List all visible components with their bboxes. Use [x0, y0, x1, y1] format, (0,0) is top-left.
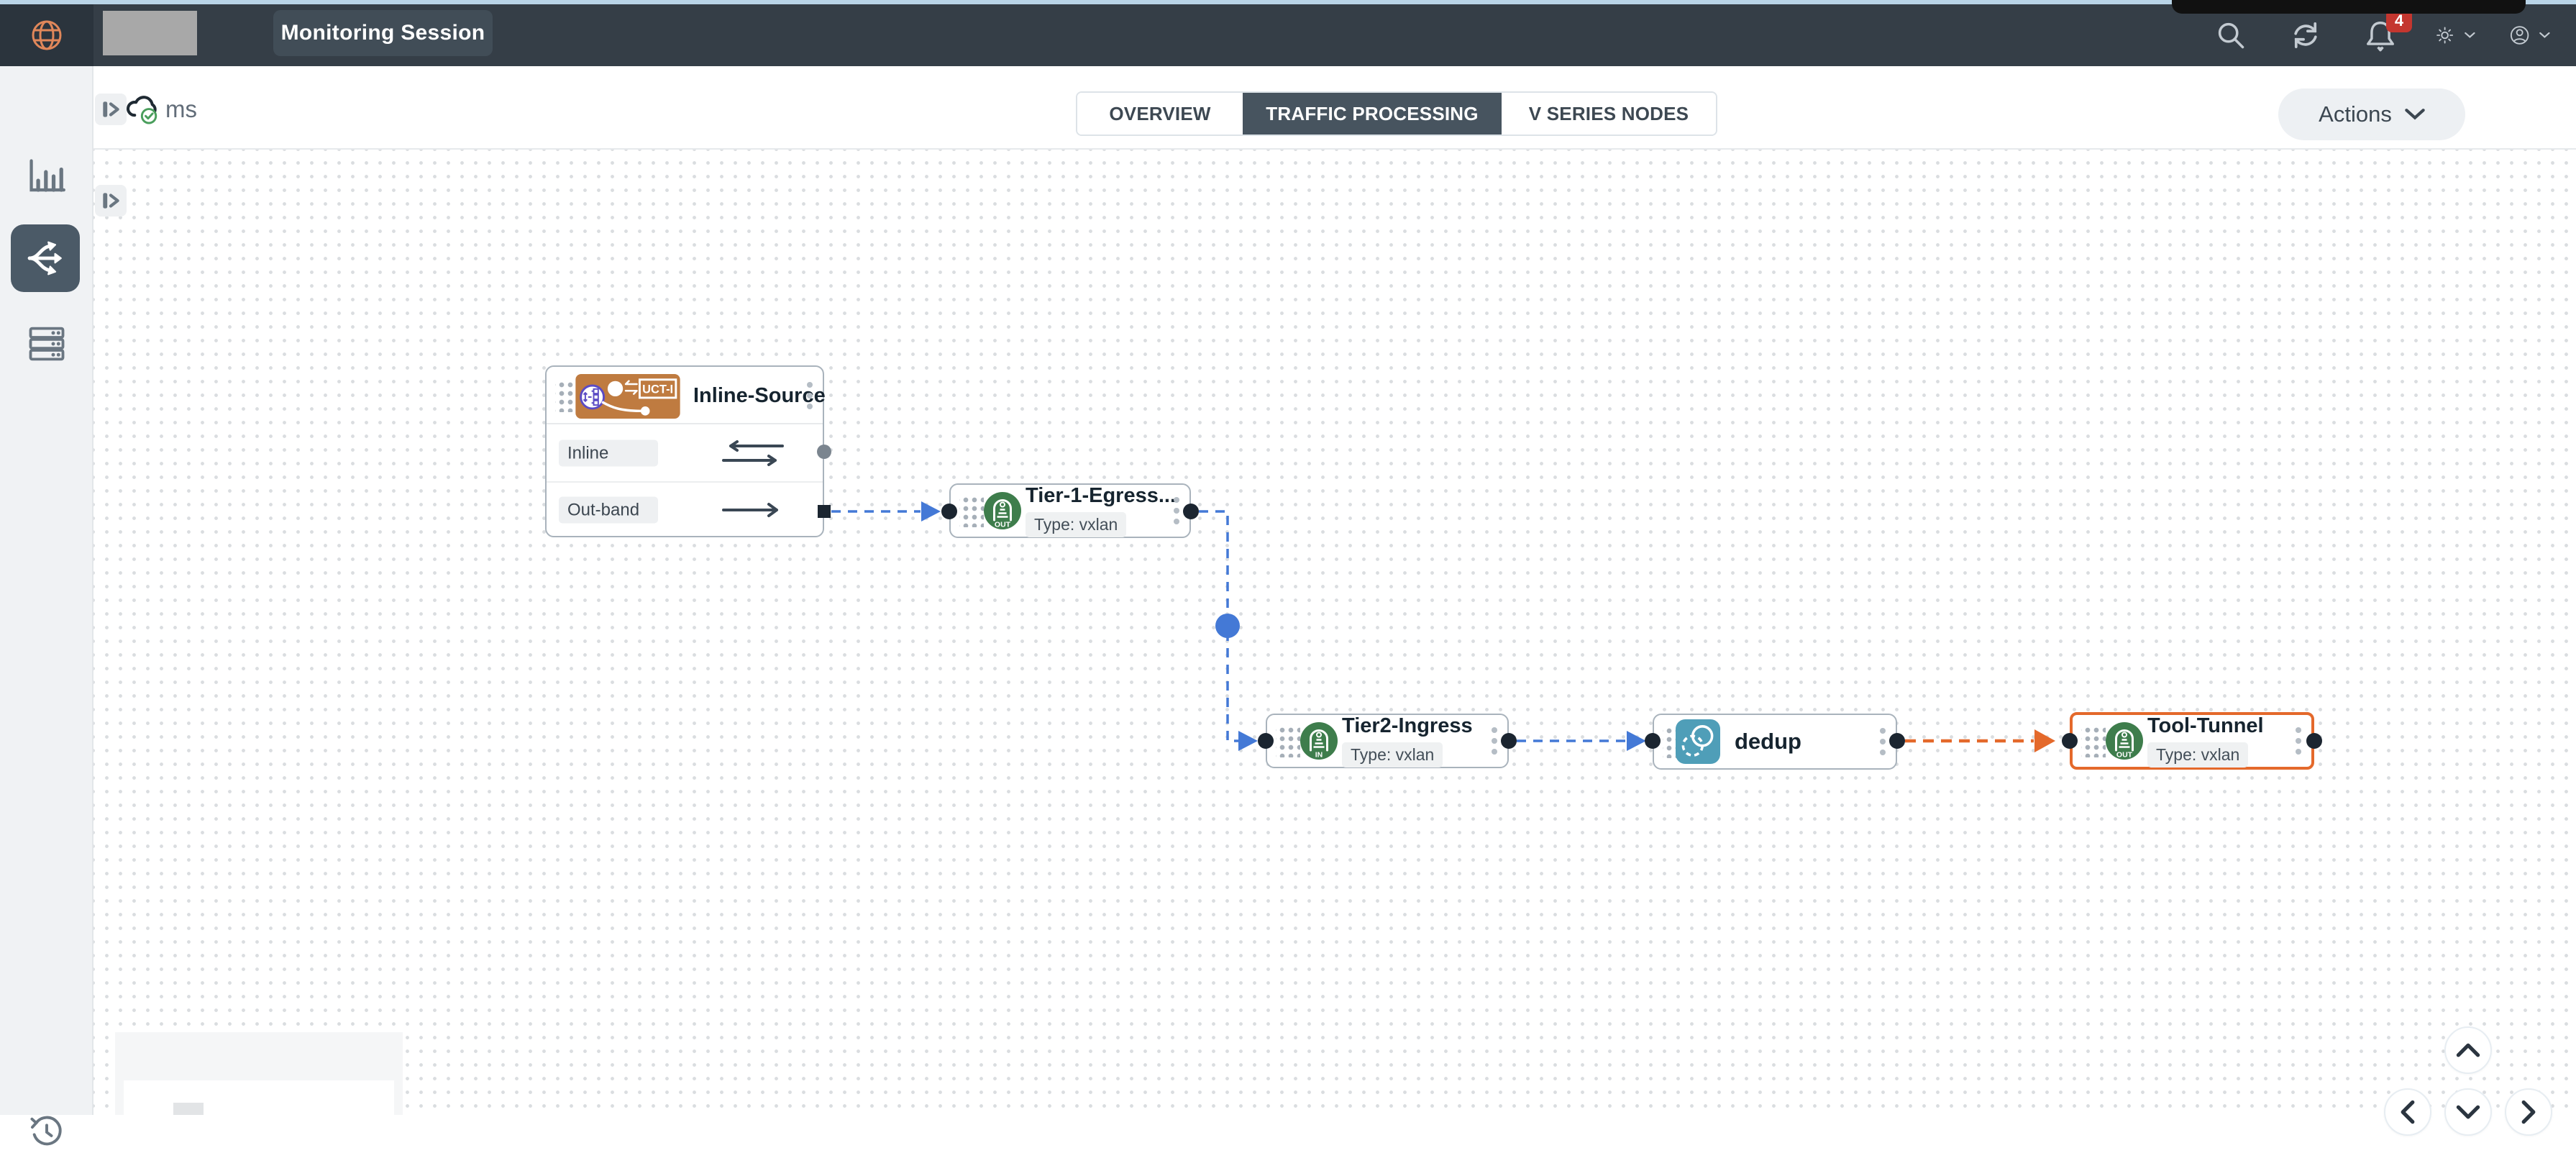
drag-handle[interactable]	[959, 494, 984, 527]
node-tier2-ingress[interactable]: IN Tier2-Ingress Type: vxlan	[1266, 714, 1509, 768]
history-icon	[30, 1116, 62, 1146]
node-menu-button[interactable]	[2296, 727, 2301, 755]
browser-overlay	[2172, 0, 2526, 14]
sidebar-item-history[interactable]	[0, 1097, 93, 1166]
bar-chart-icon	[29, 159, 65, 192]
traffic-split-icon	[27, 241, 62, 275]
account-button[interactable]	[2510, 15, 2550, 55]
port-row-inline[interactable]: Inline	[547, 424, 823, 481]
minimap[interactable]	[115, 1032, 403, 1115]
diagram-canvas[interactable]	[93, 150, 2576, 1115]
pan-down-button[interactable]	[2444, 1088, 2492, 1136]
node-inline-source[interactable]: UCT-I Inline-Source Inline Out-band	[545, 365, 826, 537]
node-title: Tier2-Ingress	[1342, 714, 1473, 737]
node-title: Tier-1-Egress...	[1026, 484, 1177, 507]
page-title: Monitoring Session	[273, 10, 493, 56]
panel-expand-icon	[103, 193, 119, 209]
panel-expand-icon	[103, 101, 119, 117]
drag-handle[interactable]	[555, 379, 580, 412]
chevron-right-icon	[2521, 1100, 2536, 1124]
port-label: Out-band	[559, 496, 658, 524]
node-title: Inline-Source	[693, 384, 826, 407]
session-name: ms	[165, 96, 197, 122]
bidirectional-arrows-icon	[722, 439, 784, 466]
pan-right-button[interactable]	[2505, 1088, 2552, 1136]
tab-traffic-processing[interactable]: TRAFFIC PROCESSING	[1243, 93, 1502, 135]
node-type-chip: Type: vxlan	[1342, 742, 1443, 768]
node-menu-button[interactable]	[1174, 497, 1179, 524]
app-logo[interactable]	[0, 4, 93, 66]
minimap-node-thumb	[173, 1103, 204, 1115]
drag-handle[interactable]	[2081, 724, 2106, 757]
node-title: dedup	[1735, 729, 1801, 754]
notifications-button[interactable]: 4	[2360, 9, 2412, 55]
node-dedup[interactable]: dedup	[1653, 714, 1897, 770]
refresh-icon	[2294, 22, 2317, 48]
actions-button[interactable]: Actions	[2278, 88, 2465, 140]
view-tabs: OVERVIEW TRAFFIC PROCESSING V SERIES NOD…	[1076, 91, 1717, 136]
chevron-down-icon	[2456, 1105, 2480, 1119]
sidebar-item-inventory[interactable]	[0, 309, 93, 378]
top-bar: Monitoring Session 4	[0, 4, 2576, 66]
server-stack-icon	[29, 327, 65, 361]
refresh-button[interactable]	[2285, 15, 2326, 55]
node-tool-tunnel[interactable]: OUT Tool-Tunnel Type: vxlan	[2070, 712, 2314, 770]
search-icon	[2218, 22, 2244, 49]
cloud-status-icon	[124, 91, 161, 125]
session-header: ms OVERVIEW TRAFFIC PROCESSING V SERIES …	[93, 66, 2576, 150]
brightness-icon	[2436, 27, 2454, 44]
uct-i-badge: UCT-I	[575, 374, 680, 419]
right-arrow-icon	[722, 503, 778, 517]
browser-strip	[0, 0, 2576, 4]
dedup-icon	[1676, 719, 1720, 764]
pan-left-button[interactable]	[2384, 1088, 2431, 1136]
minimap-viewport	[124, 1080, 394, 1115]
tab-v-series-nodes[interactable]: V SERIES NODES	[1502, 93, 1716, 135]
drag-handle[interactable]	[1276, 724, 1300, 757]
tab-overview[interactable]: OVERVIEW	[1077, 93, 1243, 135]
tunnel-out-icon: OUT	[2106, 722, 2143, 760]
left-sidebar	[0, 66, 93, 1146]
tunnel-direction-label: IN	[1315, 751, 1323, 760]
theme-button[interactable]	[2435, 15, 2475, 55]
tunnel-out-icon: OUT	[984, 492, 1021, 529]
node-menu-button[interactable]	[1492, 727, 1497, 755]
port-label: Inline	[559, 439, 658, 466]
node-title: Tool-Tunnel	[2147, 714, 2264, 737]
badge-label: UCT-I	[642, 383, 673, 396]
canvas-panel-expand-button[interactable]	[95, 185, 127, 217]
chevron-down-icon	[2405, 109, 2425, 120]
node-menu-button[interactable]	[1880, 728, 1886, 755]
bell-icon	[2367, 22, 2394, 52]
node-menu-button[interactable]	[807, 382, 813, 409]
port-row-outband[interactable]: Out-band	[547, 481, 823, 537]
search-button[interactable]	[2211, 15, 2251, 55]
node-tier-1-egress[interactable]: OUT Tier-1-Egress... Type: vxlan	[949, 483, 1191, 538]
product-logo-placeholder	[103, 11, 197, 55]
chevron-left-icon	[2401, 1100, 2415, 1124]
node-type-chip: Type: vxlan	[1026, 512, 1127, 537]
tunnel-in-icon: IN	[1300, 722, 1338, 760]
globe-icon	[29, 18, 64, 53]
tunnel-direction-label: OUT	[2116, 751, 2133, 760]
user-icon	[2510, 26, 2529, 45]
pan-up-button[interactable]	[2444, 1026, 2492, 1074]
sidebar-item-dashboards[interactable]	[0, 142, 93, 211]
tunnel-direction-label: OUT	[995, 521, 1011, 529]
node-type-chip: Type: vxlan	[2147, 742, 2249, 768]
chevron-down-icon	[2465, 32, 2475, 38]
sidebar-item-traffic-processing[interactable]	[11, 224, 80, 292]
chevron-down-icon	[2539, 32, 2550, 38]
chevron-up-icon	[2456, 1043, 2480, 1057]
panel-expand-button[interactable]	[95, 94, 127, 125]
